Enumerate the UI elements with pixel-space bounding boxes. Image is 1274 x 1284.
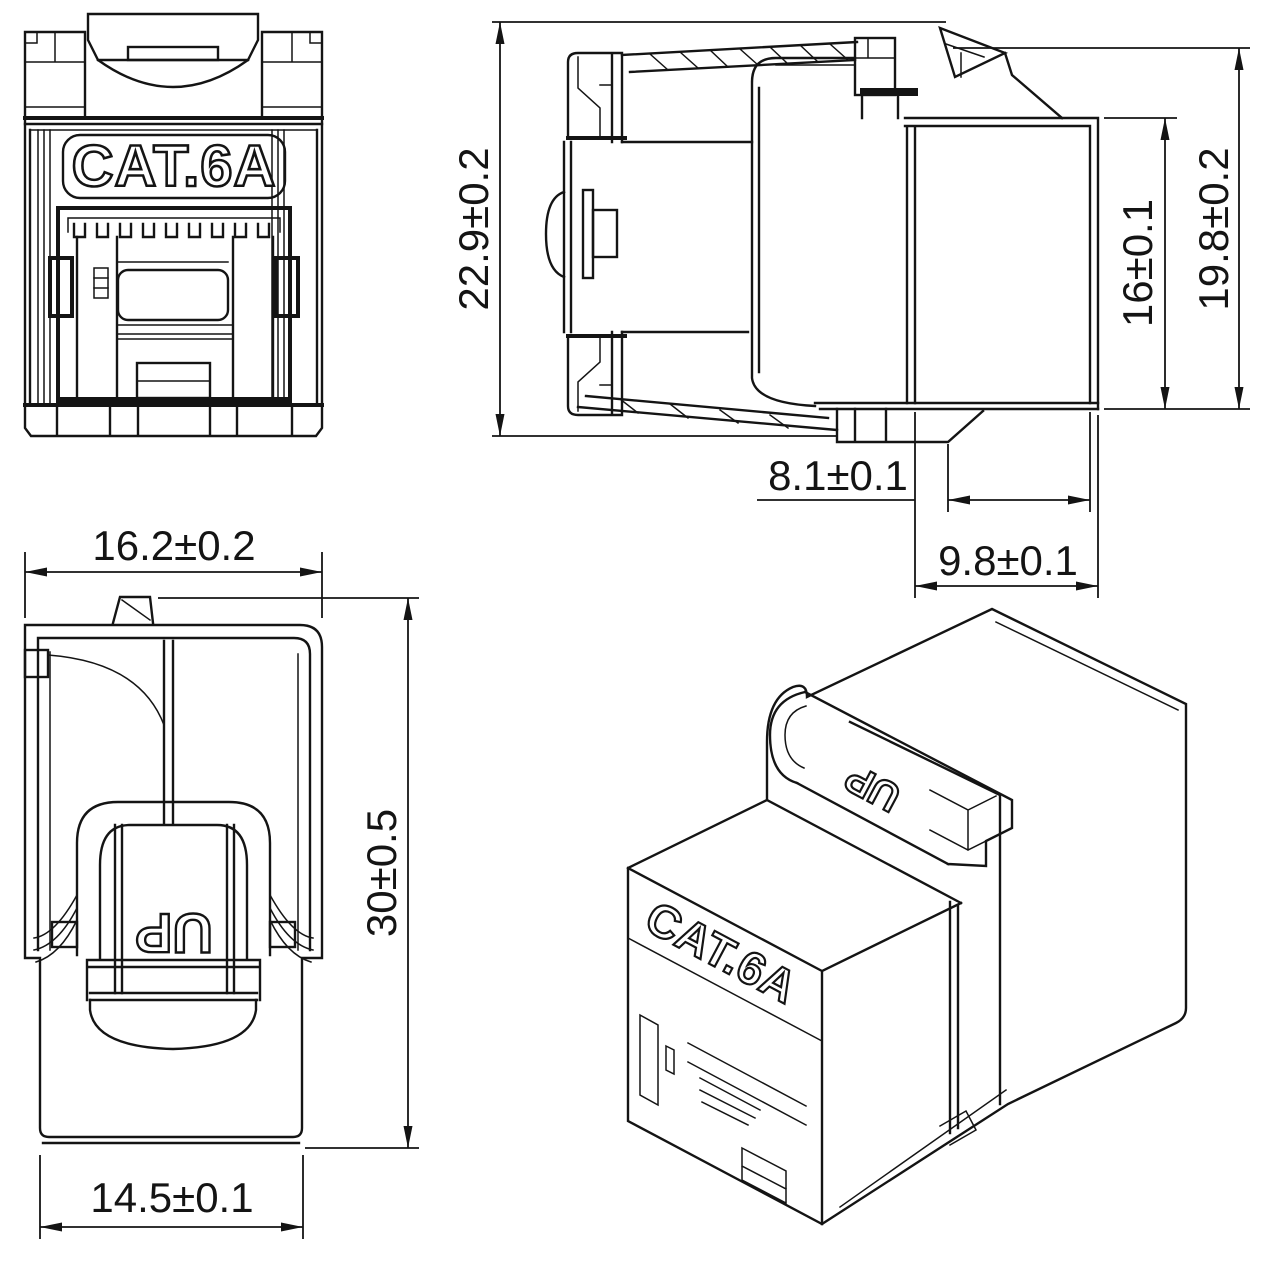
side-bottom-spring — [576, 394, 839, 432]
dimension-depth-upper: 8.1±0.1 — [757, 412, 1091, 512]
front-view: CAT.6A — [23, 12, 324, 438]
dimension-front-width: 16.2±0.2 — [24, 522, 323, 618]
dimension-rear-height: 19.8±0.2 — [953, 47, 1250, 410]
dim-depth-lower-label: 9.8±0.1 — [938, 537, 1078, 584]
dimension-overall-length: 30±0.5 — [158, 597, 419, 1149]
rear-up-label: UP — [135, 902, 213, 965]
dimension-overall-height: 22.9±0.2 — [450, 21, 946, 437]
side-view: 22.9±0.2 19.8±0.2 16±0.1 8.1±0.1 — [450, 21, 1250, 598]
cat6a-badge: CAT.6A — [61, 133, 287, 200]
front-latch — [86, 12, 260, 89]
dimension-depth-lower: 9.8±0.1 — [914, 412, 1099, 598]
iso-port-details — [639, 1013, 808, 1205]
dim-front-width-label: 16.2±0.2 — [92, 522, 255, 569]
dim-rear-height-label: 19.8±0.2 — [1190, 147, 1237, 310]
isometric-view: CAT.6A UP — [626, 607, 1188, 1226]
iso-cat6a-label: CAT.6A — [637, 891, 806, 1014]
side-rear-block — [813, 116, 1100, 411]
rear-latch: UP — [75, 800, 272, 995]
dim-body-width-label: 14.5±0.1 — [90, 1174, 253, 1221]
rj45-port — [48, 206, 300, 404]
rear-view: UP 16.2±0.2 30±0.5 14.5±0.1 — [23, 522, 419, 1239]
cat6a-badge-label: CAT.6A — [72, 134, 277, 199]
dim-opening-height-label: 16±0.1 — [1114, 199, 1161, 327]
dim-depth-upper-label: 8.1±0.1 — [768, 452, 908, 499]
iso-latch: UP — [768, 690, 1014, 868]
dimension-opening-height: 16±0.1 — [1104, 117, 1177, 409]
dimension-body-width: 14.5±0.1 — [39, 1155, 304, 1239]
dim-overall-length-label: 30±0.5 — [358, 809, 405, 937]
side-latch-spring — [620, 25, 1064, 120]
dim-overall-height-label: 22.9±0.2 — [450, 147, 497, 310]
